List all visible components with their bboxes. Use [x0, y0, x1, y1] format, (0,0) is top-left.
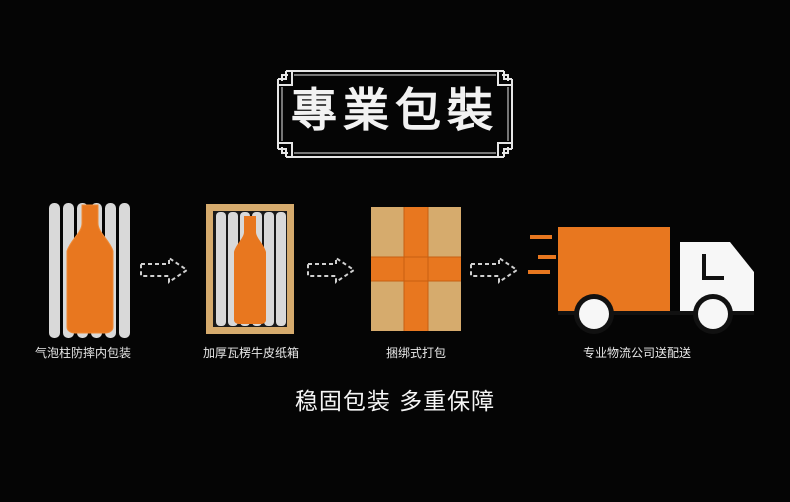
step-caption-2: 加厚瓦楞牛皮纸箱 [203, 346, 300, 360]
step-caption-3: 捆绑式打包 [386, 346, 447, 360]
slogan: 稳固包装 多重保障 [294, 389, 496, 415]
kraft-box-icon [206, 204, 294, 334]
delivery-truck-icon [528, 227, 754, 334]
arrow-right-icon [470, 256, 519, 284]
arrow-right-icon [140, 256, 189, 284]
bubble-wrap-icon [49, 203, 130, 338]
bottle-icon [234, 216, 266, 324]
title-frame [277, 70, 513, 158]
arrow-right-icon [307, 256, 356, 284]
page-title: 專業包裝 [291, 83, 499, 137]
bottle-icon [66, 204, 114, 334]
step-caption-1: 气泡柱防摔内包装 [35, 346, 132, 360]
step-caption-4: 专业物流公司送配送 [583, 346, 692, 360]
strapped-box-icon [371, 207, 461, 331]
